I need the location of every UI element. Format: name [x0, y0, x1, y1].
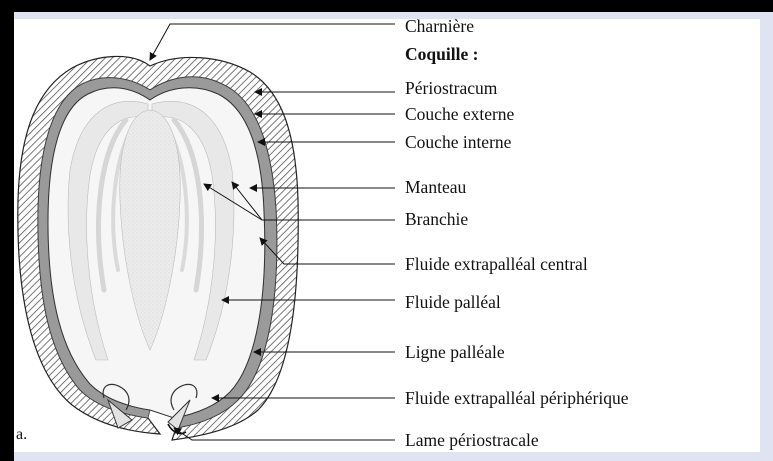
label-couche-interne: Couche interne: [405, 132, 511, 152]
label-fluide-extrapalleal-central: Fluide extrapalléal central: [405, 254, 588, 274]
label-branchie: Branchie: [405, 209, 468, 229]
label-charniere: Charnière: [405, 16, 474, 36]
label-fluide-extrapalleal-peripherique: Fluide extrapalléal périphérique: [405, 388, 629, 408]
label-lame-periostracale: Lame périostracale: [405, 430, 539, 450]
label-couche-externe: Couche externe: [405, 104, 514, 124]
label-manteau: Manteau: [405, 177, 466, 197]
label-ligne-palleale: Ligne palléale: [405, 342, 505, 362]
leader-charniere: [150, 24, 395, 60]
label-coquille: Coquille :: [405, 44, 478, 64]
panel-letter: a.: [16, 426, 27, 444]
label-fluide-palleal: Fluide palléal: [405, 292, 501, 312]
label-periostracum: Périostracum: [405, 78, 497, 98]
